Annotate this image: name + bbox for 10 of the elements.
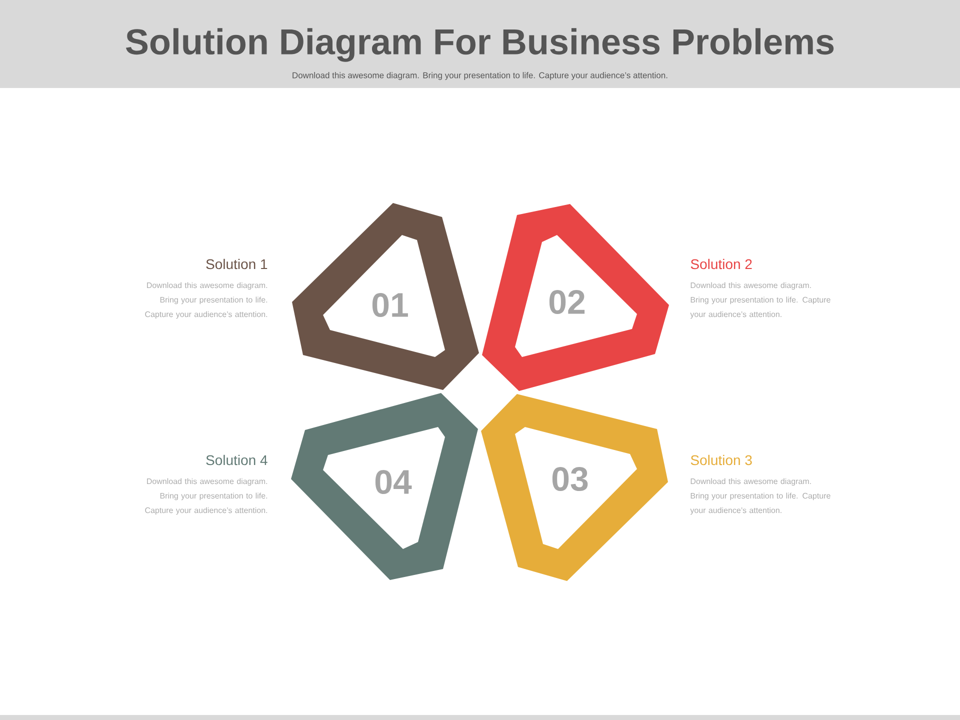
solution-description: Download this awesome diagram. Bring your presentation to life. Capture your audience’s attention. [145,282,268,319]
solution-description: Download this awesome diagram. Bring your presentation to life. Capture your audience’s attention. [145,478,268,515]
solution-heading: Solution 1 [206,258,268,270]
subtitle: Download this awesome diagram. Bring your presentation to life. Capture your audience’s attention. [292,72,668,80]
solution-description: Download this awesome diagram. Bring your presentation to life. Capture your audience’s attention. [690,478,830,515]
solution-description: Download this awesome diagram. Bring your presentation to life. Capture your audience’s attention. [690,282,830,319]
solution-heading: Solution 2 [690,258,752,270]
solution-heading: Solution 3 [690,454,752,466]
title: Solution Diagram For Business Problems [126,28,834,62]
solution-heading: Solution 4 [206,454,268,466]
